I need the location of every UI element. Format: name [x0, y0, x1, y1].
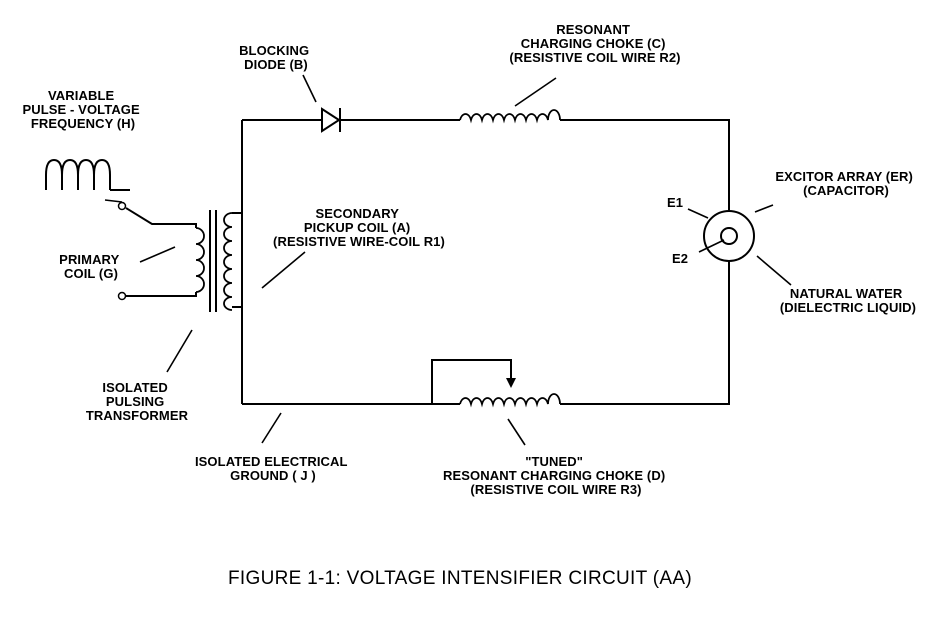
primary-terminal-bottom — [117, 291, 127, 301]
label-e2: E2 — [672, 251, 688, 266]
label-choke-d: "TUNED" RESONANT CHARGING CHOKE (D) (RES… — [443, 454, 669, 497]
right-wire-lower — [560, 260, 730, 405]
leader-e2 — [698, 239, 725, 253]
label-natural-water: NATURAL WATER (DIELECTRIC LIQUID) — [780, 286, 916, 315]
primary-coil — [195, 227, 205, 293]
leader-transformer — [166, 329, 193, 373]
choke-d-coil — [459, 393, 561, 408]
blocking-diode — [321, 107, 341, 133]
label-choke-c: RESONANT CHARGING CHOKE (C) (RESISTIVE C… — [509, 22, 680, 65]
figure-caption: FIGURE 1-1: VOLTAGE INTENSIFIER CIRCUIT … — [228, 568, 692, 589]
primary-top-lead — [125, 207, 197, 228]
leader-primary — [139, 246, 176, 263]
label-secondary-coil: SECONDARY PICKUP COIL (A) (RESISTIVE WIR… — [273, 206, 445, 249]
leader-choke-c — [514, 77, 557, 107]
leader-ground — [261, 412, 282, 444]
leader-excitor — [754, 204, 774, 213]
excitor-array — [703, 210, 755, 262]
label-transformer: ISOLATED PULSING TRANSFORMER — [86, 380, 189, 423]
circuit-wires — [232, 119, 730, 405]
transformer-core — [209, 210, 217, 312]
label-blocking-diode: BLOCKING DIODE (B) — [239, 43, 313, 72]
leader-secondary — [261, 251, 306, 289]
choke-d-tap — [431, 359, 516, 404]
label-primary-coil: PRIMARY COIL (G) — [59, 252, 123, 281]
leader-pulse — [104, 199, 123, 203]
top-wire-right — [560, 119, 730, 210]
leader-e1 — [687, 208, 709, 219]
leader-lines — [104, 74, 792, 446]
choke-c-coil — [459, 109, 561, 124]
primary-bottom-lead — [126, 292, 197, 297]
primary-terminal-top — [117, 201, 127, 211]
leader-diode — [302, 74, 317, 103]
leader-water — [756, 255, 792, 286]
pulse-waveform — [45, 158, 130, 191]
label-e1: E1 — [667, 195, 683, 210]
label-ground: ISOLATED ELECTRICAL GROUND ( J ) — [195, 454, 351, 483]
label-excitor-array: EXCITOR ARRAY (ER) (CAPACITOR) — [775, 169, 916, 198]
label-variable-pulse: VARIABLE PULSE - VOLTAGE FREQUENCY (H) — [22, 88, 143, 131]
leader-choke-d — [507, 418, 526, 446]
secondary-coil — [223, 212, 233, 311]
